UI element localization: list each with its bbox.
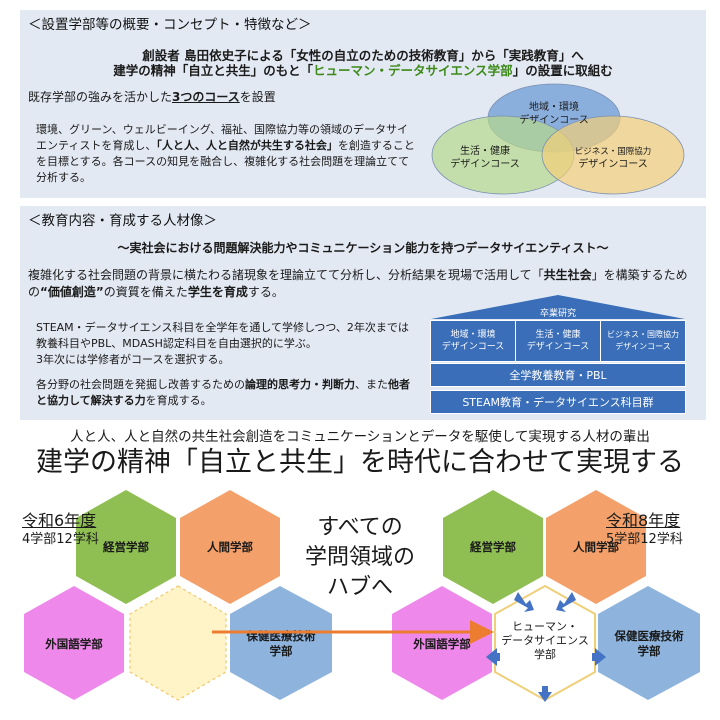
ability-description: 各分野の社会問題を発掘し改善するための論理的思考力・判断力、また他者と協力して解…	[36, 378, 410, 407]
hex-after-human-label: 人間学部	[573, 540, 619, 554]
hex-after-hds-label-3: 学部	[534, 647, 556, 661]
mission-slogan: 建学の精神「自立と共生」を時代に合わせて実現する	[36, 447, 684, 478]
education-paragraph: 複雑化する社会問題の背景に横たわる諸現象を理論立てて分析し、分析結果を現場で活用…	[28, 268, 688, 299]
before-count: 4学部12学科	[22, 532, 99, 547]
hub-text-2: 学問領域の	[305, 545, 415, 570]
pyramid-general-education: 全学教養教育・PBL	[430, 363, 686, 387]
hex-before-human-label: 人間学部	[207, 540, 253, 554]
hub-text-3: ハブへ	[327, 575, 393, 600]
arrow-hds-foreign	[486, 648, 500, 666]
after-year: 令和8年度	[606, 511, 681, 530]
venn-label-business-1: ビジネス・国際協力	[575, 146, 652, 157]
hex-before-human	[180, 490, 280, 604]
hds-name: ヒューマン・データサイエンス学部	[313, 63, 513, 78]
founder-headline: 創設者 島田依史子による「女性の自立のための技術教育」から「実践教育」へ	[142, 48, 584, 63]
before-year: 令和6年度	[22, 511, 97, 530]
hex-after-hds-label-2: データサイエンス	[501, 633, 589, 647]
hub-text-1: すべての	[317, 515, 403, 540]
arrow-hds-business	[514, 592, 534, 612]
mission-statement: 人と人、人と自然の共生社会創造をコミュニケーションとデータを駆使して実現する人材…	[70, 429, 650, 445]
hex-after-business	[443, 490, 543, 604]
arrow-hds-health	[592, 648, 606, 666]
hex-after-foreign	[392, 586, 492, 700]
hex-after-human	[546, 490, 646, 604]
mission-headline: 建学の精神「自立と共生」のもと「ヒューマン・データサイエンス学部」の設置に取組む	[113, 63, 613, 78]
hds-connection-arrows	[486, 592, 606, 702]
hex-after-hds-label-1: ヒューマン・	[512, 620, 578, 633]
pyramid-top-label: 卒業研究	[540, 307, 576, 319]
courses-line: 既存学部の強みを活かした3つのコースを設置	[28, 90, 276, 104]
pyramid-roof: 卒業研究	[431, 295, 685, 319]
pyramid-course-business: ビジネス・国際協力デザインコース	[600, 320, 686, 362]
course-venn-diagram: 地域・環境 デザインコース 生活・健康 デザインコース ビジネス・国際協力 デザ…	[431, 83, 685, 195]
steam-description: STEAM・データサイエンス科目を全学年を通して学修しつつ、2年次までは教養科目…	[36, 321, 409, 366]
arrow-hds-human	[556, 592, 576, 612]
overview-description: 環境、グリーン、ウェルビーイング、福祉、国際協力等の領域のデータサイエンティスト…	[36, 123, 415, 184]
hex-after-health-label-1: 保健医療技術	[614, 629, 684, 643]
hex-before-empty	[129, 585, 227, 701]
venn-label-business-2: デザインコース	[578, 157, 648, 170]
hex-after-foreign-label: 外国語学部	[412, 637, 471, 651]
arrow-hds-down	[538, 686, 552, 702]
hex-after-health	[598, 586, 700, 700]
venn-label-life-2: デザインコース	[450, 157, 520, 170]
pyramid-course-life: 生活・健康デザインコース	[515, 320, 601, 362]
hex-before-foreign	[24, 586, 124, 700]
overview-title: ＜設置学部等の概要・コンセプト・特徴など＞	[28, 17, 312, 33]
pyramid-steam: STEAM教育・データサイエンス科目群	[430, 390, 686, 414]
hex-after-health-label-2: 学部	[638, 644, 661, 658]
venn-label-region-2: デザインコース	[519, 113, 589, 126]
hex-before-health-label-2: 学部	[270, 644, 293, 658]
education-subtitle: ～実社会における問題解決能力やコミュニケーション能力を持つデータサイエンティスト…	[117, 241, 609, 255]
after-count: 5学部12学科	[606, 532, 683, 547]
hex-before-health	[230, 586, 332, 700]
faculty-hex-diagram: 経営学部 人間学部 外国語学部 保健医療技術 学部 すべての 学問領域の ハブへ…	[24, 490, 700, 702]
venn-label-life-1: 生活・健康	[460, 144, 510, 157]
venn-label-region-1: 地域・環境	[529, 100, 579, 113]
education-title: ＜教育内容・育成する人材像＞	[28, 213, 217, 229]
venn-circle-business	[541, 115, 685, 195]
hex-before-business	[76, 490, 176, 604]
hex-after-business-label: 経営学部	[470, 540, 516, 554]
pyramid-course-region: 地域・環境デザインコース	[430, 320, 516, 362]
hex-before-business-label: 経営学部	[103, 540, 149, 554]
hex-before-foreign-label: 外国語学部	[44, 637, 103, 651]
